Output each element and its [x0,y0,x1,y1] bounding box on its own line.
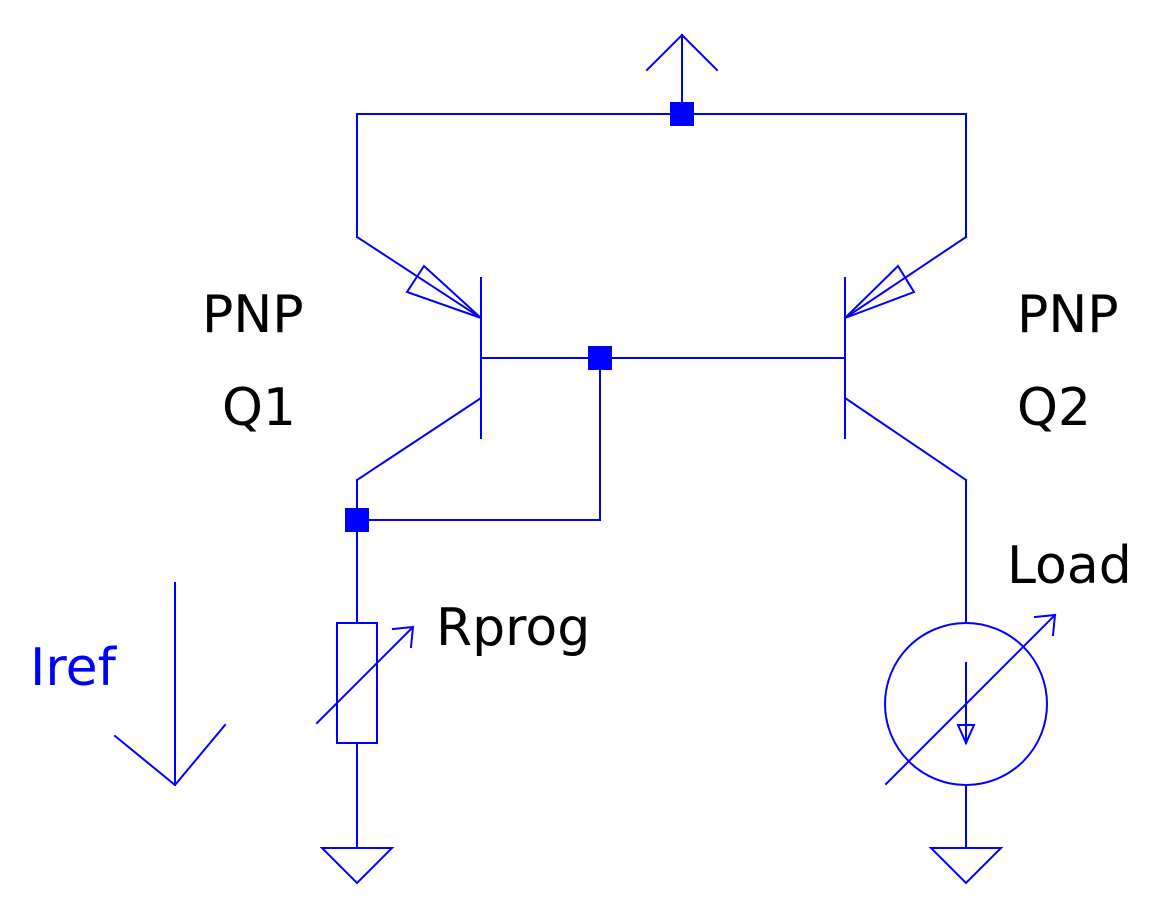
q1-type-label: PNP [202,285,304,345]
supply-junction-node [670,102,694,126]
ground-right-icon [928,847,1004,885]
variable-resistor-rprog [315,622,415,744]
iref-arrow-icon [113,582,227,787]
iref-label: Iref [30,638,118,698]
q1-name-label: Q1 [222,378,296,438]
transistor-q1 [355,235,483,482]
diode-connection-wire [356,357,601,521]
ground-left-icon [319,847,395,885]
q2-type-label: PNP [1017,285,1119,345]
transistor-q2 [843,235,968,482]
q2-name-label: Q2 [1017,378,1091,438]
supply-rail [356,33,967,115]
rprog-label: Rprog [436,598,590,658]
variable-current-source-load [884,613,1057,786]
load-label: Load [1007,536,1132,596]
